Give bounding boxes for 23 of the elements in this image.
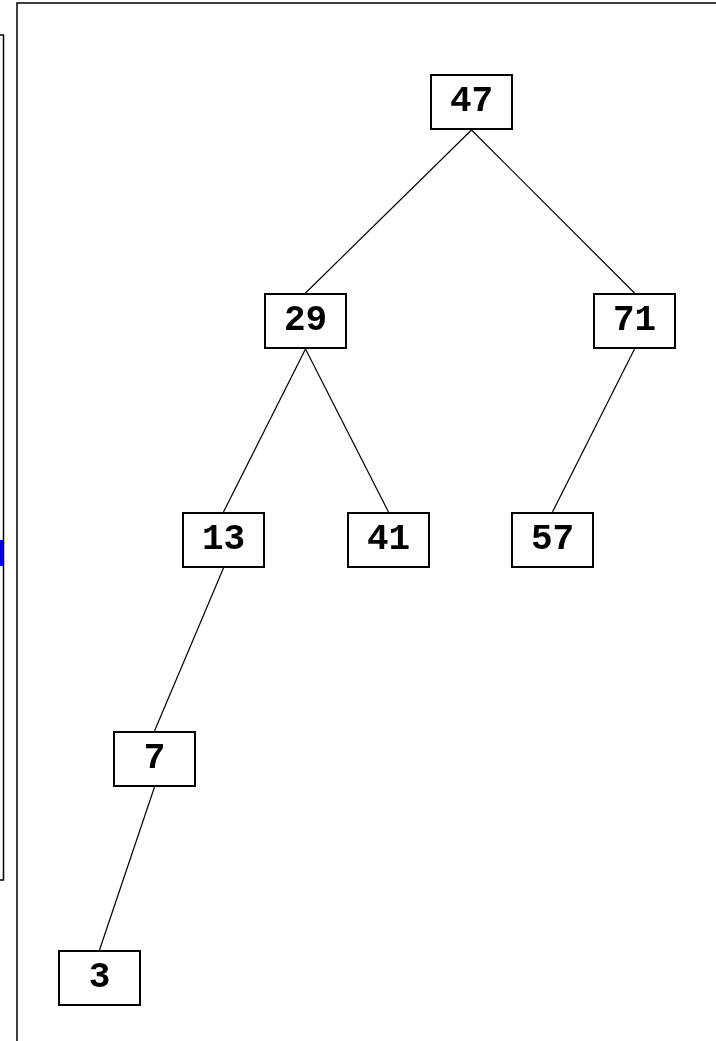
tree-edge: [304, 348, 390, 513]
node-value: 29: [283, 303, 328, 339]
tree-edge: [222, 348, 307, 513]
node-value: 47: [449, 84, 494, 120]
tree-node-box: [347, 512, 430, 568]
node-value: 71: [612, 303, 657, 339]
tree-edge: [304, 129, 473, 294]
tree-node-box: [430, 74, 513, 130]
node-value: 57: [530, 522, 575, 558]
tree-edge: [551, 348, 636, 513]
tree-edge: [98, 786, 156, 951]
tree-node-box: [113, 731, 196, 787]
node-value: 7: [143, 741, 166, 777]
tree-node-box: [593, 293, 676, 349]
node-value: 13: [201, 522, 246, 558]
tree-edge: [470, 129, 636, 294]
tree-node-box: [58, 950, 141, 1006]
tree-node-box: [511, 512, 594, 568]
node-value: 3: [88, 960, 111, 996]
tree-node-box: [264, 293, 347, 349]
tree-node-box: [182, 512, 265, 568]
node-value: 41: [366, 522, 411, 558]
tree-edge: [153, 567, 225, 732]
